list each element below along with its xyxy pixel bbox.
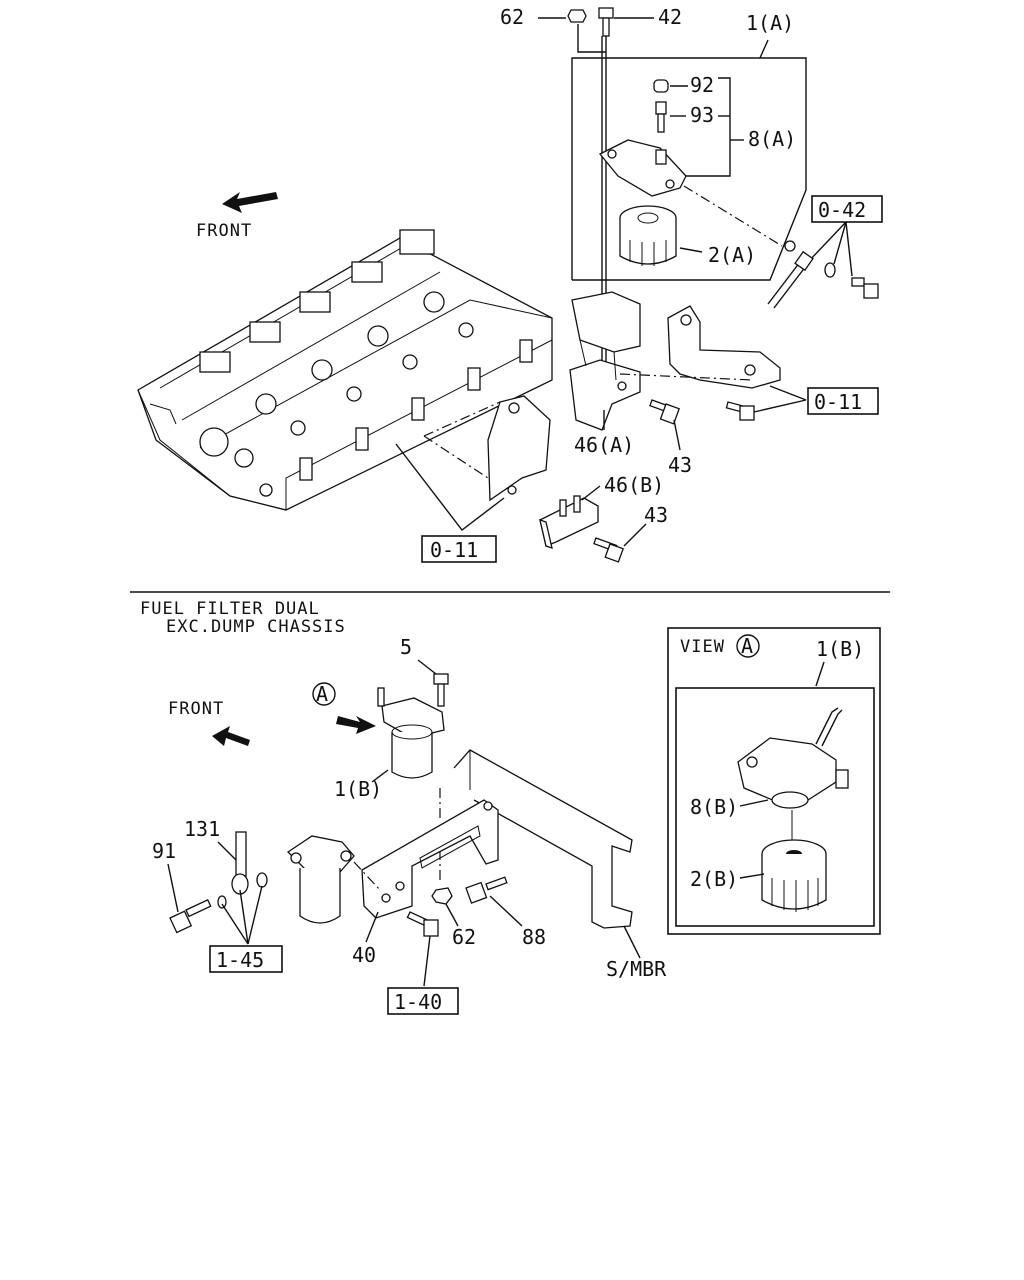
front-label-lower: FRONT: [168, 699, 224, 719]
view-marker-circle: A: [312, 682, 336, 706]
callout-2a: 2(A): [708, 243, 756, 267]
ref-box-0-11-right: 0-11: [814, 390, 862, 414]
callout-8b: 8(B): [690, 795, 738, 819]
callout-43-upper: 43: [668, 453, 692, 477]
view-arrow-icon: [336, 716, 376, 734]
filter-assembly-1b: [377, 687, 445, 779]
ref-box-0-11-left: 0-11: [430, 538, 478, 562]
water-separator: [286, 835, 381, 924]
cylinder-head: [137, 229, 553, 511]
filter-head-8a: [598, 139, 687, 197]
ref-box-0-42: 0-42: [818, 198, 866, 222]
fitting-93-icon: [655, 101, 667, 133]
ref-box-1-45: 1-45: [216, 948, 264, 972]
bolt-43-upper-icon: [649, 399, 680, 425]
bolt-43-lower-icon: [593, 537, 624, 563]
filter-head-8b: [737, 707, 849, 809]
lower-section: FUEL FILTER DUAL EXC.DUMP CHASSIS FRONT …: [140, 599, 881, 1015]
bracket-left: [487, 395, 551, 502]
view-panel-title: VIEW: [680, 637, 725, 657]
bolt-42-icon: [598, 7, 614, 37]
callout-131: 131: [184, 817, 220, 841]
callout-46a: 46(A): [574, 433, 634, 457]
filter-cartridge-2b: [761, 839, 827, 912]
cap-92-icon: [653, 79, 669, 93]
eye-bolt-icon: [767, 240, 814, 309]
nut-62-icon: [567, 9, 587, 23]
callout-1b-lower: 1(B): [334, 777, 382, 801]
section-title-line1: FUEL FILTER DUAL: [140, 599, 320, 619]
callout-88: 88: [522, 925, 546, 949]
callout-1b-view: 1(B): [816, 637, 864, 661]
fitting-131-icon: [231, 831, 268, 895]
callout-smbr: S/MBR: [606, 957, 667, 981]
assembly-1a-frame: [571, 57, 807, 281]
bolt-88-icon: [465, 876, 508, 904]
bracket-40: [361, 799, 499, 919]
view-panel-marker: A: [741, 634, 753, 658]
callout-46b: 46(B): [604, 473, 664, 497]
bolt-0-11-right-icon: [725, 401, 755, 421]
front-arrow-icon-lower: [212, 726, 250, 746]
svg-text:A: A: [316, 682, 328, 706]
nut-62-lower-icon: [431, 887, 453, 905]
ref-box-1-40: 1-40: [394, 990, 442, 1014]
frame-member: [453, 749, 633, 929]
callout-42: 42: [658, 5, 682, 29]
section-title-line2: EXC.DUMP CHASSIS: [166, 617, 346, 637]
bolt-icon: [851, 277, 879, 299]
callout-93: 93: [690, 103, 714, 127]
bracket-46b: [539, 495, 599, 549]
bolt-1-40-icon: [406, 911, 439, 937]
view-a-panel: VIEW A 1(B) 8(B): [667, 627, 881, 935]
callout-43-lower: 43: [644, 503, 668, 527]
bracket-right: [667, 305, 781, 389]
front-label-upper: FRONT: [196, 221, 252, 241]
callout-5: 5: [400, 635, 412, 659]
callout-62-lower: 62: [452, 925, 476, 949]
callout-62-top: 62: [500, 5, 524, 29]
bracket-46a: [569, 291, 641, 431]
front-arrow-icon: [222, 192, 278, 213]
callout-2b: 2(B): [690, 867, 738, 891]
bolt-5-icon: [433, 673, 449, 707]
callout-1a: 1(A): [746, 11, 794, 35]
callout-91: 91: [152, 839, 176, 863]
callout-40: 40: [352, 943, 376, 967]
filter-cartridge-2a: [619, 205, 677, 266]
bolt-91-icon: [169, 898, 212, 934]
upper-section: FRONT: [137, 5, 883, 563]
callout-92: 92: [690, 73, 714, 97]
callout-8a: 8(A): [748, 127, 796, 151]
